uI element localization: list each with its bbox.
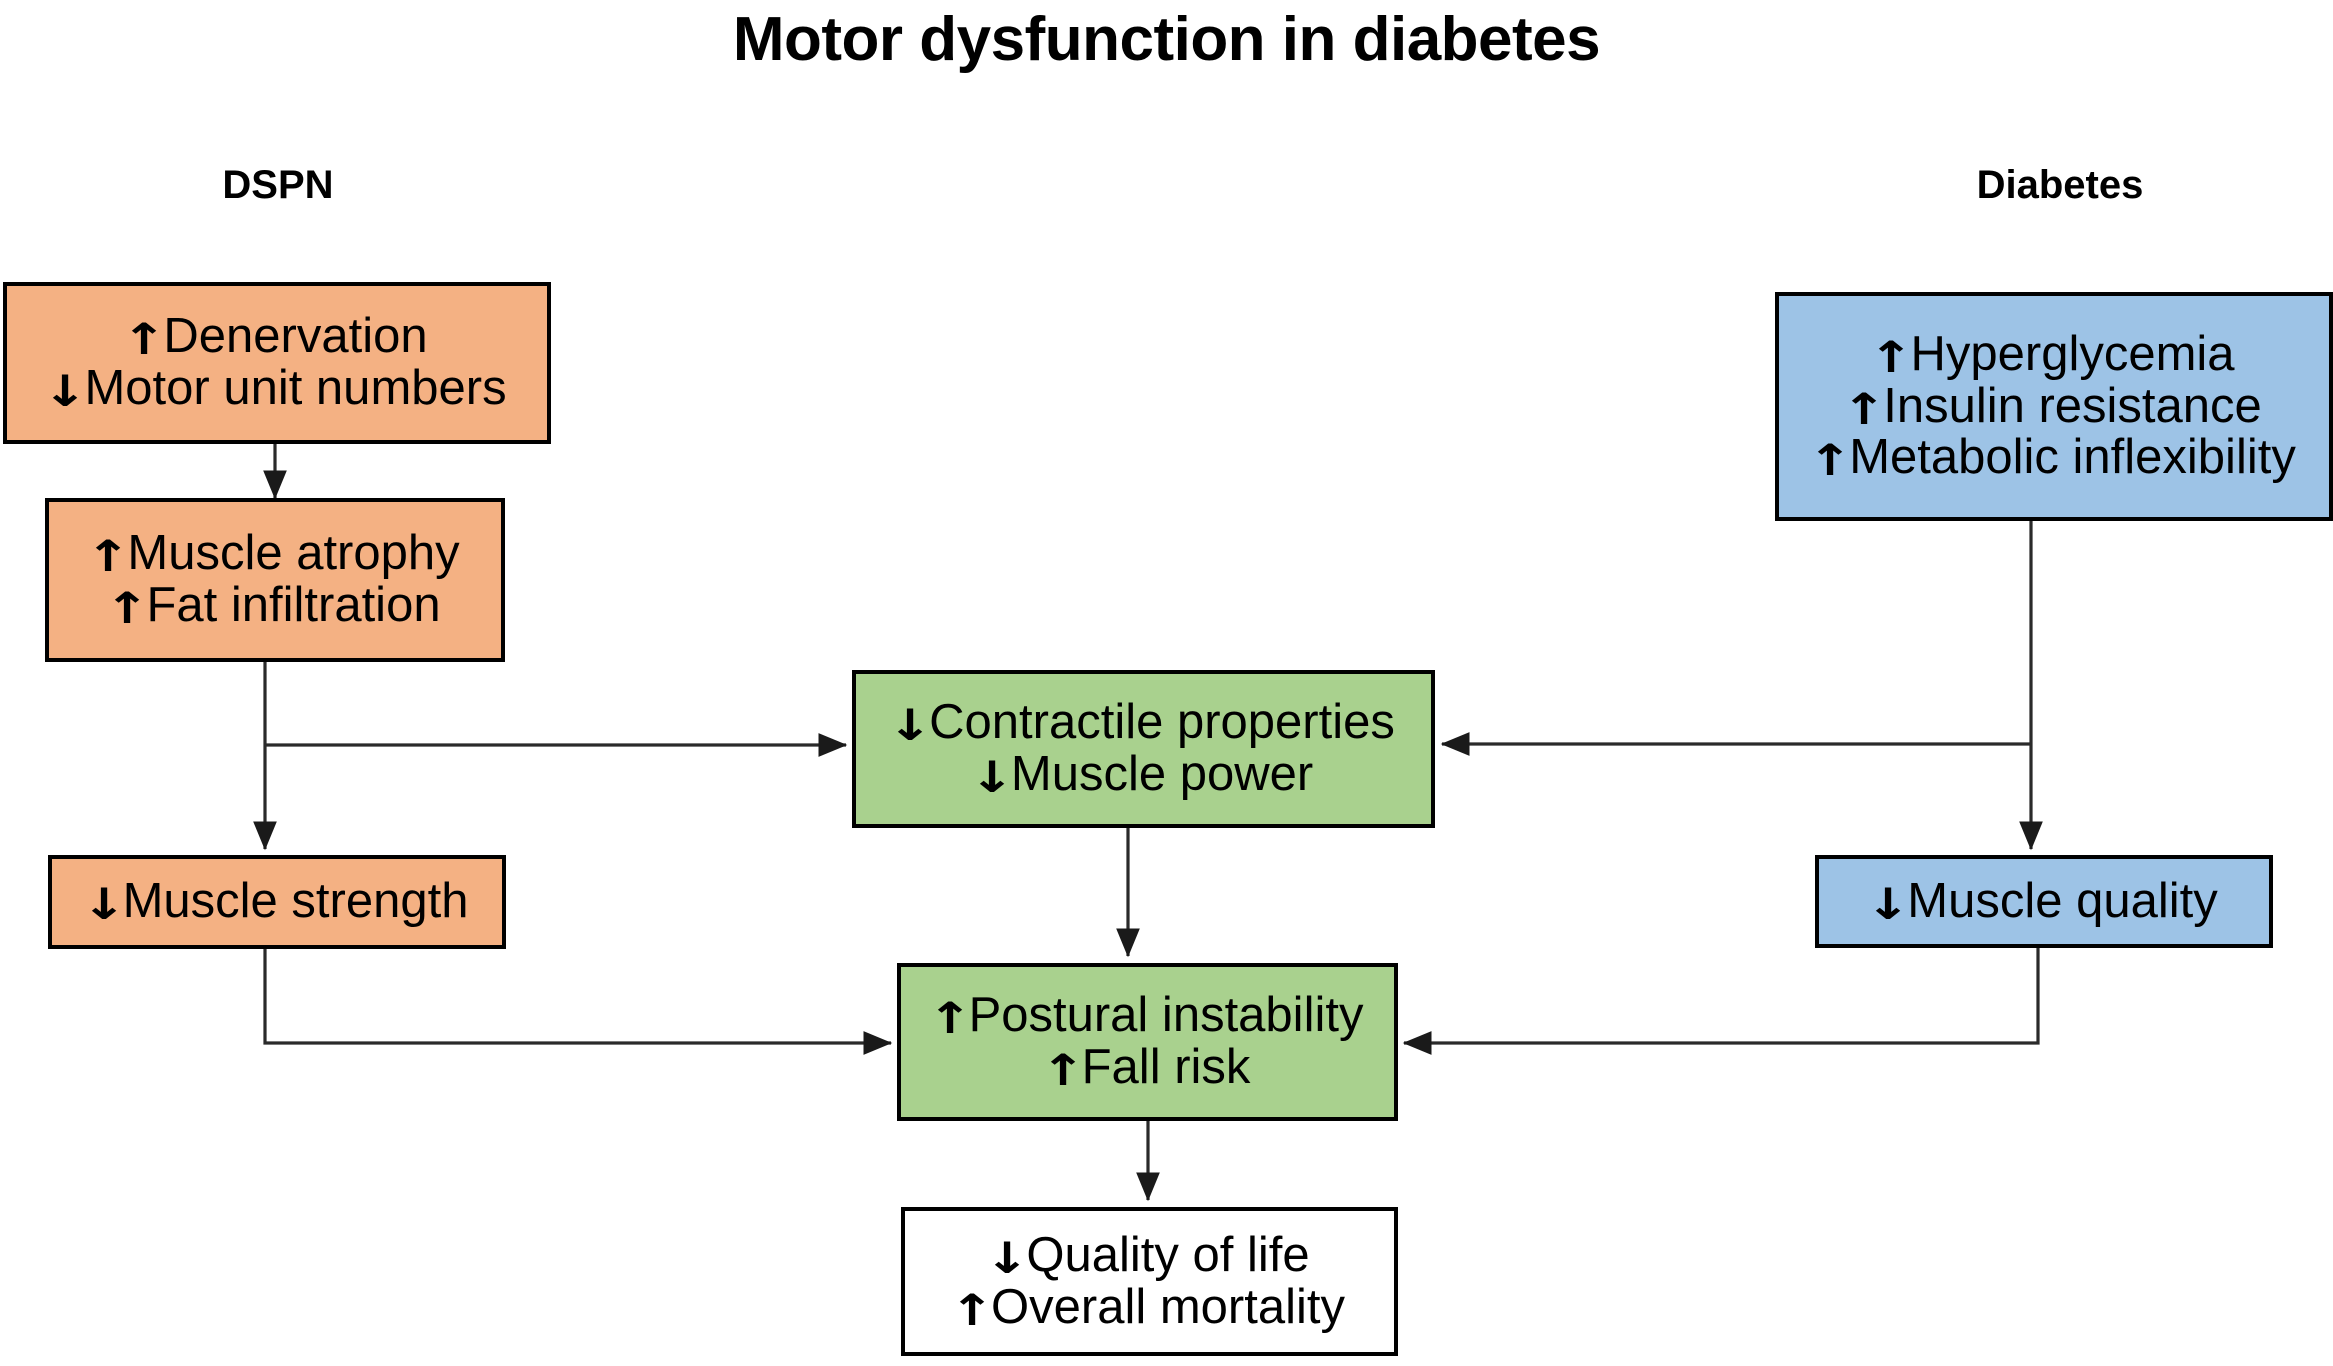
node-hyperglycemia[interactable]: ↑Hyperglycemia ↑Insulin resistance ↑Meta… <box>1775 292 2333 521</box>
arrow-down-icon: ↓ <box>887 701 933 752</box>
arrow-up-icon: ↑ <box>104 584 150 634</box>
arrow-up-icon: ↑ <box>927 994 973 1045</box>
node-muscle-quality-line-1: ↓Muscle quality <box>1865 873 2218 930</box>
arrow-down-icon: ↓ <box>42 367 88 417</box>
node-postural-line-2: ↑Fall risk <box>1040 1040 1251 1096</box>
arrow-up-icon: ↑ <box>1868 332 1914 383</box>
node-outcomes-line-1: ↓Quality of life <box>984 1227 1310 1284</box>
node-muscle-strength-line-1: ↓Muscle strength <box>81 874 469 931</box>
arrow-up-icon: ↑ <box>1040 1046 1086 1096</box>
node-outcomes-line-2: ↑Overall mortality <box>949 1279 1345 1336</box>
node-hyperglycemia-line-3: ↑Metabolic inflexibility <box>1807 430 2296 487</box>
node-contractile-properties[interactable]: ↓Contractile properties ↓Muscle power <box>852 670 1435 828</box>
node-muscle-atrophy-line-1: ↑Muscle atrophy <box>85 526 460 583</box>
group-label-diabetes: Diabetes <box>1976 163 2144 207</box>
node-hyperglycemia-line-2: ↑Insulin resistance <box>1841 378 2262 435</box>
node-outcomes[interactable]: ↓Quality of life ↑Overall mortality <box>901 1207 1398 1356</box>
node-denervation-line-2: ↓Motor unit numbers <box>42 361 507 417</box>
node-muscle-strength[interactable]: ↓Muscle strength <box>48 855 506 949</box>
arrow-up-icon: ↑ <box>949 1285 995 1336</box>
node-muscle-atrophy[interactable]: ↑Muscle atrophy ↑Fat infiltration <box>45 498 505 662</box>
node-contractile-line-1: ↓Contractile properties <box>887 695 1395 752</box>
node-postural-line-1: ↑Postural instability <box>927 988 1364 1045</box>
arrow-up-icon: ↑ <box>1807 436 1853 487</box>
arrow-up-icon: ↑ <box>1841 384 1887 435</box>
node-denervation[interactable]: ↑Denervation ↓Motor unit numbers <box>3 282 551 444</box>
node-hyperglycemia-line-1: ↑Hyperglycemia <box>1868 326 2235 383</box>
page-title: Motor dysfunction in diabetes <box>732 5 1601 74</box>
node-denervation-line-1: ↑Denervation <box>121 309 428 366</box>
node-postural-instability[interactable]: ↑Postural instability ↑Fall risk <box>897 963 1398 1121</box>
arrow-down-icon: ↓ <box>81 880 127 931</box>
node-muscle-atrophy-line-2: ↑Fat infiltration <box>104 578 441 634</box>
arrow-up-icon: ↑ <box>85 532 131 583</box>
arrow-down-icon: ↓ <box>1865 879 1911 930</box>
edge-muscle-quality-to-postural <box>1402 948 2040 1055</box>
arrow-down-icon: ↓ <box>984 1233 1030 1284</box>
group-label-dspn: DSPN <box>222 163 334 207</box>
node-contractile-line-2: ↓Muscle power <box>969 747 1314 803</box>
edge-strength-to-postural <box>263 949 893 1055</box>
node-muscle-quality[interactable]: ↓Muscle quality <box>1815 855 2273 948</box>
arrow-up-icon: ↑ <box>121 315 167 366</box>
arrow-down-icon: ↓ <box>969 753 1015 803</box>
